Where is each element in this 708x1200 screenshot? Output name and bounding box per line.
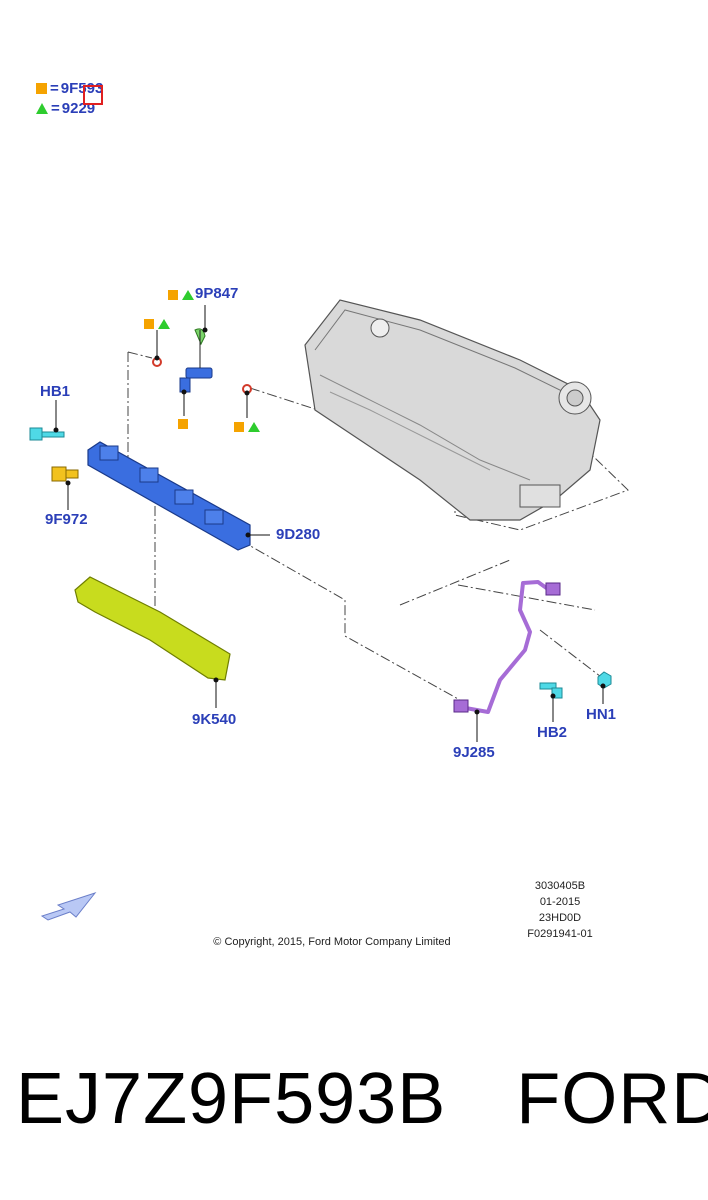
copyright-notice: © Copyright, 2015, Ford Motor Company Li… xyxy=(213,936,451,948)
callout-hb2: HB2 xyxy=(537,724,568,741)
highlight-box xyxy=(83,85,103,105)
green-triangle-icon xyxy=(158,319,170,329)
fuel-pipe xyxy=(453,580,561,714)
green-triangle-icon xyxy=(36,103,48,114)
cylinder-head-assembly xyxy=(304,299,601,521)
front-direction-arrow-icon xyxy=(40,892,97,921)
engine-code: 23HD0D xyxy=(538,912,582,924)
heat-shield xyxy=(74,576,231,681)
nut-hn1 xyxy=(597,671,612,689)
callout-9p847: 9P847 xyxy=(195,285,239,302)
callout-9f972: 9F972 xyxy=(45,511,88,528)
fuel-injector xyxy=(179,328,213,393)
callout-9k540: 9K540 xyxy=(192,711,237,728)
illustration-date: 01-2015 xyxy=(539,896,581,908)
green-triangle-icon xyxy=(182,290,194,300)
orange-square-icon xyxy=(234,422,244,432)
callout-9d280: 9D280 xyxy=(276,526,321,543)
leader-lines xyxy=(53,305,606,742)
illustration-number: 3030405B xyxy=(534,880,586,892)
fuel-rail xyxy=(87,441,251,551)
bolt-hb1 xyxy=(29,427,65,441)
part-caption: EJ7Z9F593B FORD xyxy=(16,1058,708,1140)
illustration-metadata: 3030405B 01-2015 23HD0D F0291941-01 xyxy=(500,878,620,942)
fuel-pressure-sensor xyxy=(51,466,79,482)
callout-hn1: HN1 xyxy=(586,706,617,723)
orange-square-icon xyxy=(178,419,188,429)
orange-square-icon xyxy=(36,83,47,94)
legend-equals: = xyxy=(51,100,60,117)
callout-hb1: HB1 xyxy=(40,383,71,400)
orange-square-icon xyxy=(144,319,154,329)
legend-row-9f593: = 9F593 xyxy=(36,80,103,97)
green-triangle-icon xyxy=(248,422,260,432)
orange-square-icon xyxy=(168,290,178,300)
part-number: EJ7Z9F593B xyxy=(16,1059,447,1139)
legend-equals: = xyxy=(50,80,59,97)
bolt-hb2 xyxy=(539,682,563,699)
brand-name: FORD xyxy=(516,1059,708,1139)
legend-code: 9F593 xyxy=(60,80,104,97)
figure-id: F0291941-01 xyxy=(527,928,593,940)
callout-9j285: 9J285 xyxy=(453,744,495,761)
